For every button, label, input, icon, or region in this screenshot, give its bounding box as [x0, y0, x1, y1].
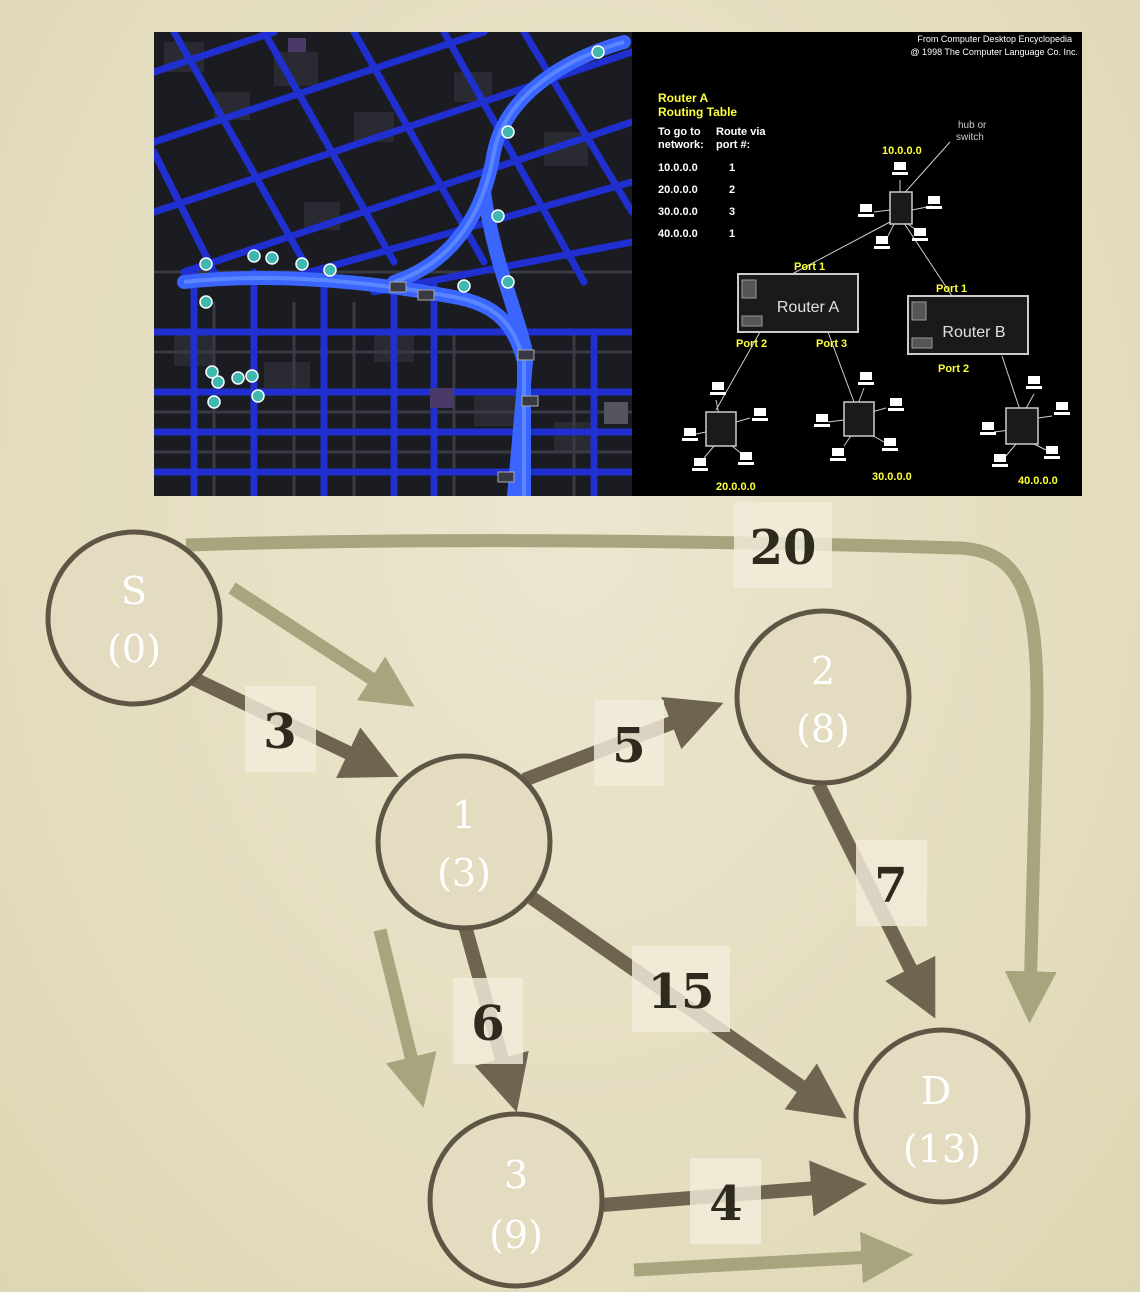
- node-distance: (0): [107, 627, 161, 671]
- node-name: 1: [452, 793, 476, 837]
- router-b-port1-label: Port 1: [936, 283, 967, 295]
- street-map: [154, 32, 632, 496]
- node-name: S: [121, 569, 147, 613]
- col2-header-1: Route via: [716, 126, 766, 138]
- node-distance: (8): [796, 707, 850, 751]
- edge-weight-1-d: 15: [632, 946, 730, 1032]
- edge-weight-1-2: 5: [594, 700, 664, 786]
- network-label-30: 30.0.0.0: [872, 471, 912, 483]
- node-name: D: [921, 1069, 951, 1113]
- node-circle: [853, 1027, 1031, 1205]
- weight-label: 20: [750, 520, 817, 576]
- node-name: 3: [504, 1153, 528, 1197]
- weight-label: 4: [709, 1176, 742, 1232]
- table-row-port: 3: [729, 206, 735, 218]
- weight-label: 7: [874, 858, 907, 914]
- edge-weight-2-d: 7: [856, 840, 927, 926]
- node-distance: (13): [903, 1127, 981, 1171]
- table-row-network: 30.0.0.0: [658, 206, 698, 218]
- hub-label-2: switch: [956, 132, 984, 143]
- edge-weight-3-d: 4: [690, 1158, 761, 1244]
- table-row-port: 1: [729, 228, 735, 240]
- edge-weight-1-3: 6: [453, 978, 523, 1064]
- highlight-arrow-3-d: [633, 1231, 914, 1284]
- router-a-port2-label: Port 2: [736, 338, 767, 350]
- node-distance: (9): [489, 1213, 543, 1257]
- table-title-2: Routing Table: [658, 105, 737, 119]
- graph-node-1: 1 (3): [375, 753, 553, 931]
- router-a-port1-label: Port 1: [794, 261, 825, 273]
- credit-line-2: @ 1998 The Computer Language Co. Inc.: [910, 47, 1078, 57]
- edge-weight-s-d: 20: [734, 502, 832, 588]
- graph-node-s: S (0): [45, 529, 223, 707]
- routing-network-graphic: From Computer Desktop Encyclopedia @ 199…: [658, 34, 1078, 493]
- node-circle: [427, 1111, 605, 1289]
- col2-header-2: port #:: [716, 139, 750, 151]
- router-b-port2-label: Port 2: [938, 363, 969, 375]
- network-label-10: 10.0.0.0: [882, 145, 922, 157]
- table-row-network: 40.0.0.0: [658, 228, 698, 240]
- table-row-port: 2: [729, 184, 735, 196]
- node-distance: (3): [437, 851, 491, 895]
- banner-image: From Computer Desktop Encyclopedia @ 199…: [154, 32, 1082, 496]
- table-row-network: 20.0.0.0: [658, 184, 698, 196]
- network-label-20: 20.0.0.0: [716, 481, 756, 493]
- edge-weight-s-1: 3: [245, 686, 316, 772]
- graph-node-d: D (13): [853, 1027, 1031, 1205]
- col1-header-1: To go to: [658, 126, 701, 138]
- weight-label: 5: [612, 718, 645, 774]
- routing-table-figure: From Computer Desktop Encyclopedia @ 199…: [632, 32, 1082, 496]
- router-a-port3-label: Port 3: [816, 338, 847, 350]
- street-map-graphic: [154, 32, 632, 496]
- table-row-network: 10.0.0.0: [658, 162, 698, 174]
- edge-s-d-line: [185, 534, 1057, 1024]
- weight-label: 3: [263, 704, 296, 760]
- node-circle: [734, 608, 912, 786]
- hub-label-1: hub or: [958, 120, 987, 131]
- router-a-label: Router A: [777, 299, 840, 316]
- graph-node-3: 3 (9): [427, 1111, 605, 1289]
- graph-node-2: 2 (8): [734, 608, 912, 786]
- credit-line-1: From Computer Desktop Encyclopedia: [917, 34, 1072, 44]
- node-name: 2: [811, 649, 835, 693]
- router-b-label: Router B: [942, 324, 1005, 341]
- node-circle: [375, 753, 553, 931]
- weight-label: 6: [471, 996, 504, 1052]
- highlight-arrow-1-3: [373, 928, 437, 1108]
- highlight-arrow-s-1: [228, 582, 415, 707]
- table-row-port: 1: [729, 162, 735, 174]
- node-circle: [45, 529, 223, 707]
- weight-label: 15: [648, 964, 715, 1020]
- col1-header-2: network:: [658, 139, 704, 151]
- network-label-40: 40.0.0.0: [1018, 475, 1058, 487]
- table-title-1: Router A: [658, 91, 709, 105]
